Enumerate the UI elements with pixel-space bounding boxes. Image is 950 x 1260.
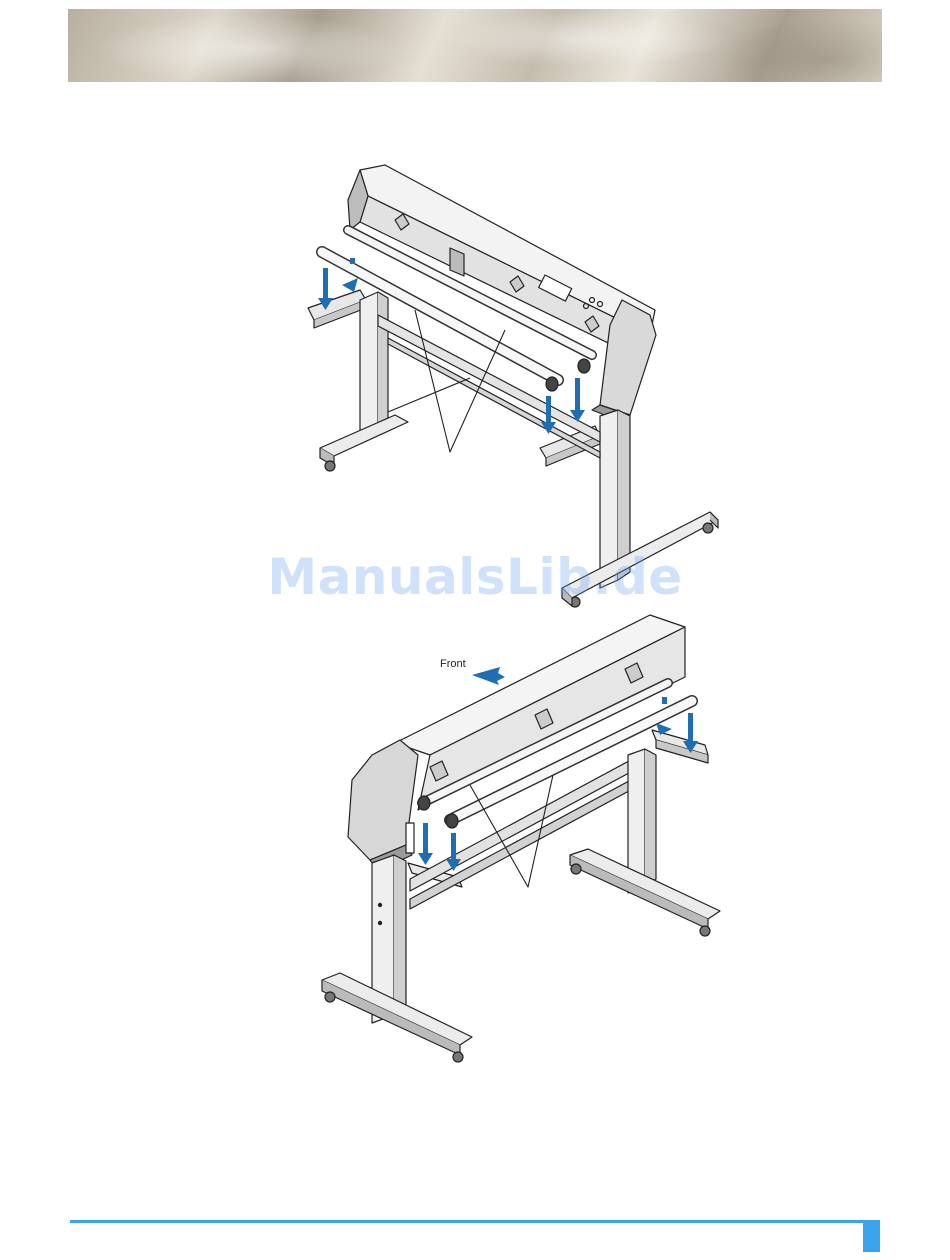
footer-page-tab bbox=[863, 1220, 880, 1252]
figure-bottom-drawing: Front bbox=[300, 605, 740, 1075]
header-banner bbox=[68, 9, 882, 82]
watermark: ManualsLib.de bbox=[0, 548, 950, 606]
left-arrow-icon bbox=[472, 667, 505, 685]
cutter-stand-figure-top bbox=[300, 160, 740, 610]
footer-rule bbox=[70, 1220, 866, 1223]
front-label: Front bbox=[440, 658, 466, 670]
figure-top-drawing bbox=[300, 160, 740, 610]
cutter-stand-figure-bottom: Front bbox=[300, 605, 740, 1075]
